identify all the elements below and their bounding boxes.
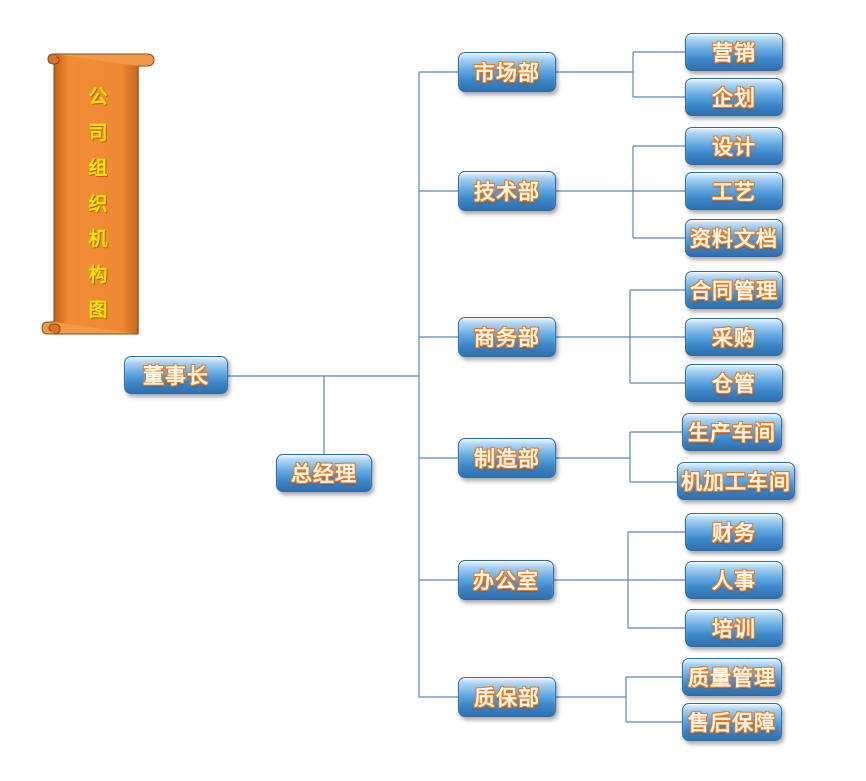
sub-box: 工艺 xyxy=(685,172,783,210)
title-char: 机 xyxy=(88,228,108,250)
sub-box: 人事 xyxy=(685,561,783,599)
sub-box: 仓管 xyxy=(685,364,783,402)
sub-box: 售后保障 xyxy=(682,703,782,741)
title-char: 构 xyxy=(88,263,108,286)
sub-box: 设计 xyxy=(685,127,783,165)
general-manager-box: 总经理 xyxy=(276,454,372,492)
dept-box-tech: 技术部 xyxy=(458,171,556,211)
sub-box: 资料文档 xyxy=(685,219,783,257)
title-char: 组 xyxy=(88,157,108,179)
chart-title: 公 司 组 织 机 构 图 xyxy=(56,80,140,329)
sub-box: 财务 xyxy=(685,513,783,551)
title-char: 公 xyxy=(88,86,108,108)
dept-box-business: 商务部 xyxy=(458,317,556,357)
sub-box: 采购 xyxy=(685,318,783,356)
sub-box: 营销 xyxy=(685,33,783,71)
dept-box-office: 办公室 xyxy=(458,560,554,600)
sub-box: 生产车间 xyxy=(682,413,782,451)
title-char: 图 xyxy=(88,299,108,321)
dept-box-market: 市场部 xyxy=(458,52,556,92)
title-scroll xyxy=(41,53,155,335)
dept-box-manufacturing: 制造部 xyxy=(458,438,556,478)
title-char: 司 xyxy=(88,121,108,144)
sub-box: 质量管理 xyxy=(682,658,782,696)
sub-box: 机加工车间 xyxy=(677,462,795,500)
sub-box: 合同管理 xyxy=(685,271,783,309)
chairman-box: 董事长 xyxy=(124,356,228,394)
sub-box: 培训 xyxy=(685,609,783,647)
sub-box: 企划 xyxy=(685,78,783,116)
title-char: 织 xyxy=(88,192,108,215)
dept-box-quality: 质保部 xyxy=(458,677,556,717)
